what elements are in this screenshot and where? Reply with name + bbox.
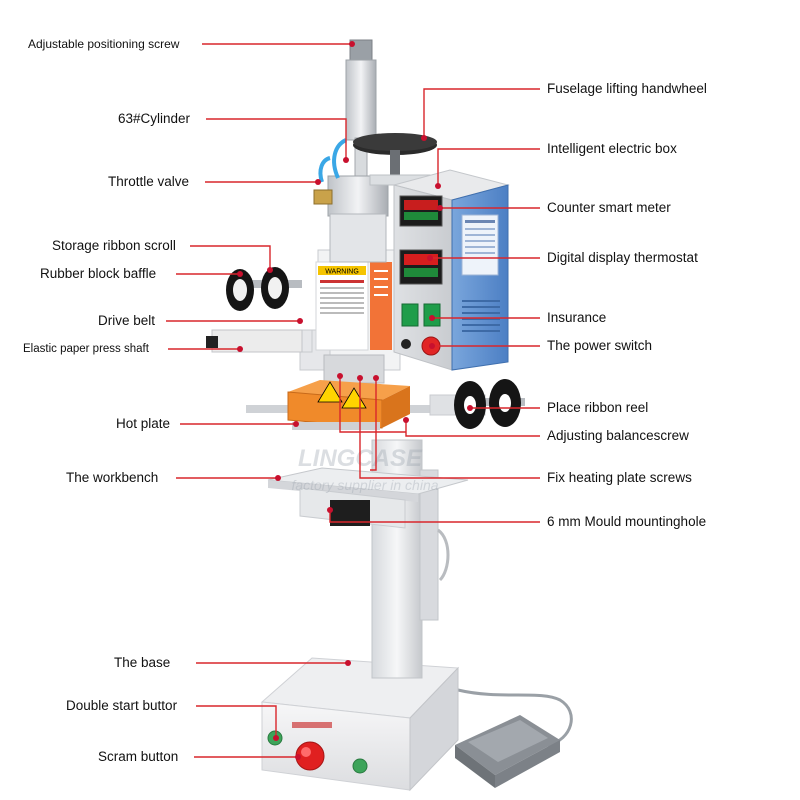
label-base: The base — [114, 655, 171, 670]
label-insurance: Insurance — [547, 310, 607, 325]
leader-fix-heating-plate-screws — [359, 378, 540, 479]
leader-adjustable-positioning-screw-dot — [349, 41, 355, 47]
label-scram-button: Scram button — [98, 749, 179, 764]
leader-drive-belt-dot — [297, 318, 303, 324]
label-mould-mounting-hole: 6 mm Mould mountinghole — [547, 514, 707, 529]
label-workbench: The workbench — [66, 470, 159, 485]
leader-scram-button-dot — [295, 754, 301, 760]
machine-base — [260, 657, 460, 792]
label-power-switch: The power switch — [547, 338, 653, 353]
electric-box — [392, 169, 510, 371]
label-fix-heating-plate-screws: Fix heating plate screws — [547, 470, 692, 485]
leader-mould-mounting-hole-dot — [327, 507, 333, 513]
leader-hot-plate-dot — [293, 421, 299, 427]
leader-lines — [166, 41, 540, 760]
workbench — [267, 467, 469, 529]
label-adjusting-balance-screw: Adjusting balancescrew — [547, 428, 689, 443]
label-rubber-block-baffle: Rubber block baffle — [40, 266, 157, 281]
label-counter-smart-meter: Counter smart meter — [547, 200, 671, 215]
leader-throttle-valve-dot — [315, 179, 321, 185]
leader-fix-heating-plate-screws-dot — [357, 375, 363, 381]
label-storage-ribbon-scroll: Storage ribbon scroll — [52, 238, 176, 253]
ribbon-rollers — [206, 267, 303, 353]
svg-text:WARNING: WARNING — [325, 269, 359, 276]
cylinder — [313, 39, 389, 263]
leader-insurance-dot — [429, 315, 435, 321]
leader-mould-mounting-hole — [329, 510, 540, 523]
label-elastic-paper-press-shaft: Elastic paper press shaft — [23, 343, 149, 355]
leader-intelligent-electric-box-dot — [435, 183, 441, 189]
label-adjustable-positioning-screw: Adjustable positioning screw — [28, 37, 180, 51]
leader-digital-display-thermostat-dot — [427, 255, 433, 261]
leader-base-dot — [345, 660, 351, 666]
warning-label: WARNING — [315, 261, 392, 351]
leader-elastic-paper-press-shaft-dot — [237, 346, 243, 352]
leader-double-start-button — [196, 705, 277, 738]
leader-adjusting-balance-screw — [405, 420, 540, 437]
leader-workbench-dot — [275, 475, 281, 481]
leader-63-cylinder-dot — [343, 157, 349, 163]
handwheel — [353, 133, 437, 186]
svg-text:factory supplier in china: factory supplier in china — [291, 477, 438, 493]
leader-counter-smart-meter-dot — [437, 205, 443, 211]
label-throttle-valve: Throttle valve — [108, 174, 190, 189]
leader-power-switch-dot — [429, 343, 435, 349]
leader-adjusting-balance-screw-dot — [403, 417, 409, 423]
leader-fuselage-lifting-handwheel — [423, 88, 540, 138]
label-digital-display-thermostat: Digital display thermostat — [547, 250, 698, 265]
label-intelligent-electric-box: Intelligent electric box — [547, 141, 677, 156]
leader-intelligent-electric-box — [437, 148, 540, 186]
leader-double-start-button-dot — [273, 735, 279, 741]
leader-fix-heating-plate-screws-2-dot — [373, 375, 379, 381]
leader-63-cylinder — [206, 118, 347, 160]
label-drive-belt: Drive belt — [98, 313, 156, 328]
label-63-cylinder: 63#Cylinder — [118, 111, 191, 126]
leader-fuselage-lifting-handwheel-dot — [421, 135, 427, 141]
label-double-start-button: Double start buttor — [66, 698, 178, 713]
leader-fix-heating-plate-screws-2 — [370, 378, 377, 471]
label-place-ribbon-reel: Place ribbon reel — [547, 400, 649, 415]
leader-rubber-block-baffle-dot — [237, 271, 243, 277]
leader-adjusting-balance-screw-2 — [339, 376, 406, 433]
watermark: LINGCASE factory supplier in china — [291, 445, 438, 493]
leader-place-ribbon-reel-dot — [467, 405, 473, 411]
ribbon-reel — [454, 379, 525, 429]
leader-storage-ribbon-scroll — [190, 245, 271, 270]
leader-storage-ribbon-scroll-dot — [267, 267, 273, 273]
label-fuselage-lifting-handwheel: Fuselage lifting handwheel — [547, 81, 707, 96]
label-hot-plate: Hot plate — [116, 416, 171, 431]
leader-adjusting-balance-screw-2-dot — [337, 373, 343, 379]
foot-pedal — [455, 715, 560, 788]
